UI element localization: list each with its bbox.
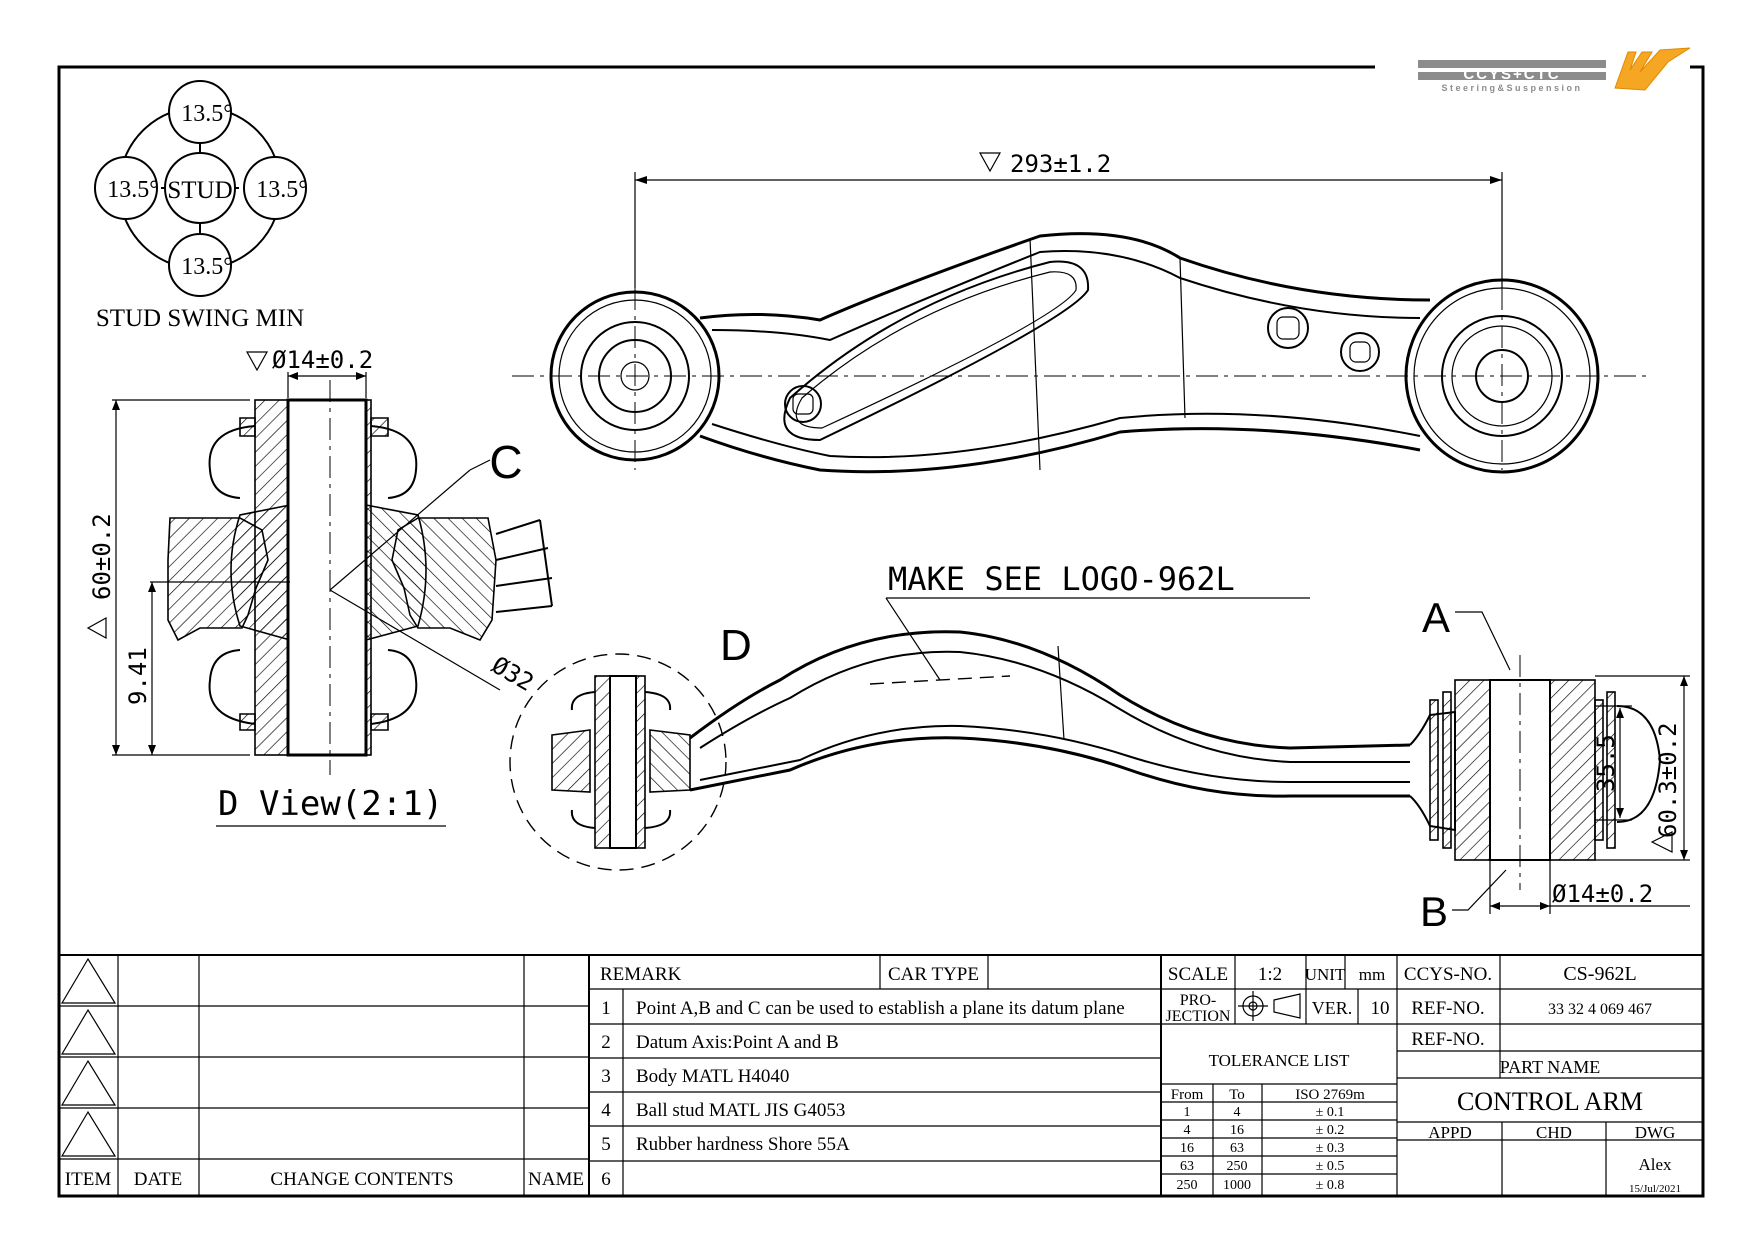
scale-label: SCALE [1168,964,1228,985]
tolerance-from: 4 [1184,1123,1191,1138]
remark-no: 2 [601,1032,611,1053]
stud-height-dim: 60±0.2 [88,513,116,600]
logo-tagline: Steering&Suspension [1441,83,1582,93]
swing-angle-left: 13.5° [107,177,159,203]
boss-2 [1267,307,1309,349]
tolerance-value: ± 0.5 [1316,1159,1345,1174]
side-view: D A B MAKE SEE LOGO-962L [509,560,1690,935]
ref-no-value: 33 32 4 069 467 [1548,1001,1652,1018]
ball-diameter-dim: Ø32 [487,651,539,697]
part-name-value: CONTROL ARM [1457,1087,1643,1116]
tolerance-header-from: From [1171,1087,1204,1103]
revision-header-change: CHANGE CONTENTS [270,1169,453,1190]
tolerance-value: ± 0.2 [1316,1123,1345,1138]
dwg-label: DWG [1635,1123,1676,1142]
revision-header-date: DATE [134,1169,183,1190]
revision-header-item: ITEM [65,1169,112,1190]
version-label: VER. [1312,998,1353,1018]
tolerance-value: ± 0.1 [1316,1105,1345,1120]
logo-note: MAKE SEE LOGO-962L [888,560,1235,598]
boss-1 [784,385,822,423]
remarks-table: REMARK CAR TYPE 1 Point A,B and C can be… [588,954,1162,1197]
drawing-date: 15/Jul/2021 [1629,1183,1681,1195]
bushing-bore-dim: Ø14±0.2 [1552,880,1653,908]
remark-no: 4 [601,1100,611,1121]
remark-text: Body MATL H4040 [636,1066,789,1087]
logo-text: CCYS+CTC [1463,66,1560,83]
projection-label: PRO- [1180,992,1216,1009]
remark-text: Datum Axis:Point A and B [636,1032,839,1053]
tolerance-value: ± 0.8 [1316,1178,1345,1193]
drafter-name: Alex [1638,1155,1672,1174]
tolerance-from: 16 [1180,1141,1194,1156]
datum-point-a: A [1422,594,1450,641]
remark-text: Rubber hardness Shore 55A [636,1134,850,1155]
tolerance-from: 1 [1184,1105,1191,1120]
bushing-outer-dim: 60.3±0.2 [1654,722,1682,838]
swing-angle-right: 13.5° [256,177,308,203]
ball-offset-dim: 9.41 [124,647,152,705]
projection-label: JECTION [1166,1008,1231,1025]
ref-no-2-label: REF-NO. [1411,1029,1484,1050]
car-type-label: CAR TYPE [888,964,979,985]
stud-bore-dim: Ø14±0.2 [272,346,373,374]
section-label-c: C [489,436,522,488]
part-name-label: PART NAME [1500,1057,1600,1077]
revision-table: ITEM DATE CHANGE CONTENTS NAME [58,954,590,1197]
remark-no: 1 [601,998,611,1019]
tolerance-header-to: To [1229,1087,1245,1103]
revision-header-name: NAME [528,1169,584,1190]
tolerance-to: 1000 [1223,1178,1251,1193]
ref-no-label: REF-NO. [1411,998,1484,1019]
section-view-d: C Ø32 Ø14±0.2 60±0.2 9.41 D View(2:1) [86,346,553,827]
tolerance-title: TOLERANCE LIST [1209,1051,1350,1070]
swing-angle-top: 13.5° [181,101,233,127]
detail-label-d: D [720,621,752,670]
logo-wordmark: CCYS+CTC Steering&Suspension [1418,60,1606,93]
top-view: 293±1.2 [512,150,1648,474]
ccys-no-label: CCYS-NO. [1404,964,1492,985]
tolerance-header-iso: ISO 2769m [1295,1087,1365,1103]
tolerance-from: 63 [1180,1159,1194,1174]
version-value: 10 [1371,998,1390,1019]
stud-swing-caption: STUD SWING MIN [96,305,304,332]
unit-label: UNIT [1305,965,1346,984]
tolerance-to: 16 [1230,1123,1244,1138]
stud-swing-diagram: STUD 13.5° 13.5° 13.5° 13.5° STUD SWING … [94,80,308,332]
tolerance-from: 250 [1177,1178,1198,1193]
remark-no: 5 [601,1134,611,1155]
logo-swoosh-icon [1614,47,1691,91]
remark-text: Ball stud MATL JIS G4053 [636,1100,845,1121]
boss-3 [1340,332,1380,372]
ccys-no-value: CS-962L [1563,963,1636,985]
scale-value: 1:2 [1258,964,1282,985]
third-angle-projection-icon [1238,991,1301,1021]
overall-length-dim: 293±1.2 [1010,150,1111,178]
remark-label: REMARK [600,964,682,985]
tolerance-value: ± 0.3 [1316,1141,1345,1156]
unit-value: mm [1359,965,1385,984]
section-view-caption: D View(2:1) [218,784,443,824]
tolerance-to: 63 [1230,1141,1244,1156]
swing-angle-bottom: 13.5° [181,254,233,280]
remark-no: 3 [601,1066,611,1087]
remark-no: 6 [601,1169,611,1190]
stud-label: STUD [167,177,232,204]
tolerance-to: 250 [1227,1159,1248,1174]
datum-point-b: B [1420,888,1448,935]
chd-label: CHD [1536,1123,1572,1142]
title-block: SCALE 1:2 UNIT mm PRO- JECTION VER. 10 C… [1160,954,1704,1197]
appd-label: APPD [1428,1123,1471,1142]
revision-triangle-icon [60,957,117,1157]
bushing-inner-dim: 35.5 [1592,734,1620,792]
tolerance-to: 4 [1234,1105,1241,1120]
company-logo: CCYS+CTC Steering&Suspension [1418,47,1691,93]
remark-text: Point A,B and C can be used to establish… [636,998,1125,1019]
